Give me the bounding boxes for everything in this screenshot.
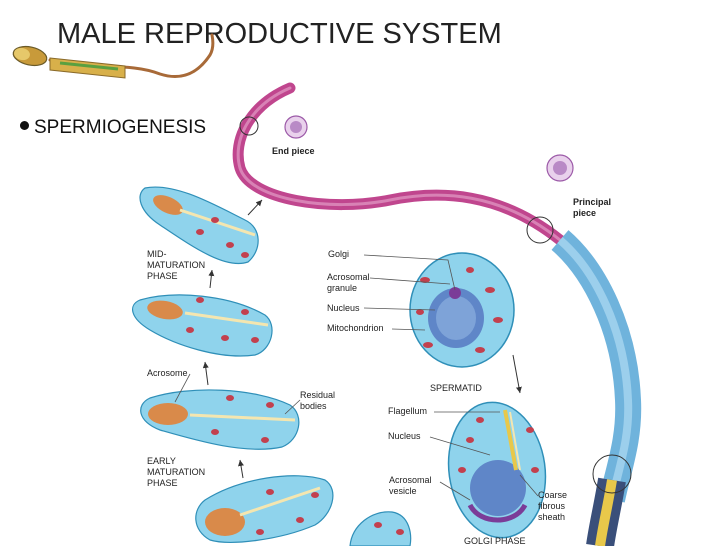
spermatid-cell [409, 252, 515, 368]
label-coarse-fibrous-sheath: Coarse fibrous sheath [538, 490, 568, 522]
leader-lines [174, 254, 539, 501]
label-spermatid: SPERMATID [430, 383, 482, 393]
tail-pink-segment [232, 82, 566, 246]
label-golgi: Golgi [328, 249, 350, 259]
cell-mid-maturation [132, 294, 273, 357]
label-acrosomal-vesicle: Acrosomal vesicle [389, 475, 432, 496]
label-principal-piece: Principal piece [573, 197, 612, 218]
bullet-dot-icon [20, 121, 29, 130]
label-mid-maturation-phase: MID- MATURATION PHASE [147, 249, 206, 281]
bullet-text: SPERMIOGENESIS [34, 117, 207, 138]
cell-bottom-partial [349, 511, 412, 546]
end-piece-circle [239, 116, 259, 136]
phase-arrows [202, 199, 522, 479]
label-flagellum: Flagellum [388, 406, 428, 416]
label-golgi-phase: GOLGI PHASE [464, 536, 526, 546]
cell-top-left [139, 186, 259, 264]
label-acrosomal-granule: Acrosomal granule [327, 272, 370, 293]
label-nucleus-top: Nucleus [327, 303, 360, 313]
label-acrosome: Acrosome [147, 368, 188, 378]
slide-title: MALE REPRODUCTIVE SYSTEM [57, 18, 502, 50]
sperm-logo-icon [12, 33, 215, 79]
cell-acrosome [140, 389, 300, 450]
label-residual-bodies: Residual bodies [300, 390, 336, 411]
golgi-phase-cell [447, 401, 547, 539]
label-end-piece: End piece [272, 146, 315, 156]
bullet-item: SPERMIOGENESIS [20, 117, 206, 139]
label-mitochondrion: Mitochondrion [327, 323, 384, 333]
label-nucleus-bottom: Nucleus [388, 431, 421, 441]
cell-early-maturation [195, 475, 334, 543]
label-early-maturation-phase: EARLY MATURATION PHASE [147, 456, 206, 488]
